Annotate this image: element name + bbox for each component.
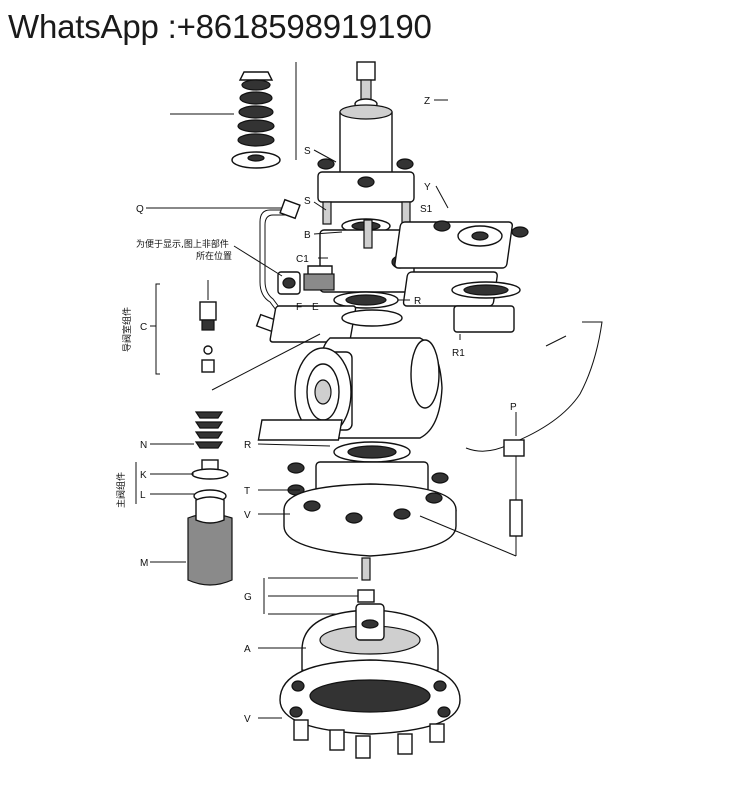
label-r-upper: R [414,296,421,307]
label-c: C [140,322,147,333]
label-r-lower: R [244,440,251,451]
label-b: B [304,230,311,241]
label-s-upper: S [304,146,311,157]
label-m: M [140,558,148,569]
label-q: Q [136,204,144,215]
bellows-spring-part [170,62,297,169]
strainer-fe-part [277,271,335,295]
label-p: P [510,402,517,413]
adjusting-screw-part [354,61,378,110]
label-a: A [244,644,251,655]
main-valve-body-part [257,337,443,441]
whatsapp-header: WhatsApp :+8618598919190 [8,8,432,45]
label-v-lower: V [244,714,251,725]
label-y: Y [424,182,431,193]
flange-v-upper-part [283,483,457,557]
label-t: T [244,486,250,497]
spring-n-part [194,411,224,449]
main-valve-kl-part [191,459,229,503]
stud-nut-g-part [263,557,375,615]
label-s-lower: S [304,196,311,207]
mesh-screen-m-part [187,496,233,586]
tube-p-part [465,321,603,556]
note-line-2: 所在位置 [196,250,232,262]
label-l: L [140,490,146,501]
pilot-components-c-part [155,280,217,375]
gasket-r-upper-part [269,305,403,343]
label-n: N [140,440,147,451]
spring-housing-part [317,104,415,203]
flange-v-lower-part [279,659,461,759]
label-v-upper: V [244,510,251,521]
label-f: F [296,302,302,313]
side-pilot-assembly-part [394,220,529,333]
label-z: Z [424,96,430,107]
diaphragm-cover-a-part [301,603,439,678]
pilot-body-part [307,219,415,309]
label-g: G [244,592,252,603]
label-e: E [312,302,319,313]
note-line-1: 为便于显示,图上非部件 [136,238,229,250]
label-c1: C1 [296,254,309,265]
leader-lines [135,99,567,719]
gasket-r-lower-part [333,441,411,463]
main-group-label: 主阀组件 [115,472,127,508]
label-r1: R1 [452,348,465,359]
label-k: K [140,470,147,481]
label-s1: S1 [420,204,433,215]
pilot-group-label: 导阀室组件 [121,307,133,352]
